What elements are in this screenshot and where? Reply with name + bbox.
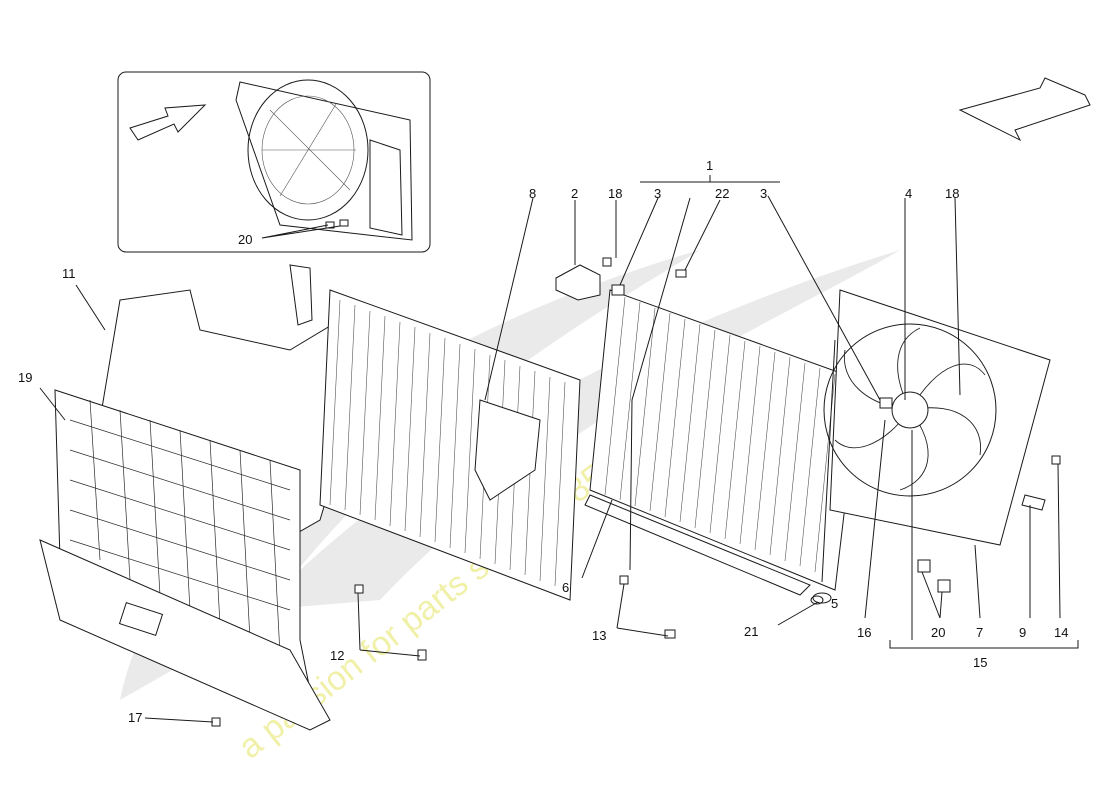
clip-3-right: [879, 397, 893, 409]
callout-6: 6: [562, 580, 569, 595]
screw-18-left: [602, 257, 612, 267]
bolt-12-a: [354, 584, 364, 594]
condenser: [289, 264, 581, 601]
callout-18-left: 18: [608, 186, 622, 201]
radiator: [584, 289, 861, 596]
leader-lines: [39, 175, 1079, 723]
screw-22: [675, 269, 687, 278]
callout-16: 16: [857, 625, 871, 640]
callout-17: 17: [128, 710, 142, 725]
clips-20: [917, 559, 951, 593]
screw-14: [1051, 455, 1061, 465]
inset-fan-shroud: [235, 79, 413, 241]
callout-22: 22: [715, 186, 729, 201]
callout-labels: 1 2 18 3 22 3 8 4 18 11 19 6 5 21 13 12 …: [18, 158, 1068, 725]
bolt-12-b: [417, 649, 427, 661]
callout-14: 14: [1054, 625, 1068, 640]
fan-assembly: [823, 289, 1051, 546]
callout-9: 9: [1019, 625, 1026, 640]
mount-21: [810, 595, 824, 605]
hardware-parts: [211, 257, 1061, 727]
bracket-2: [555, 264, 601, 301]
callout-2: 2: [571, 186, 578, 201]
callout-3-left: 3: [654, 186, 661, 201]
callout-20: 20: [931, 625, 945, 640]
callout-1: 1: [706, 158, 713, 173]
callout-20-inset: 20: [238, 232, 252, 247]
callout-11: 11: [62, 266, 76, 281]
inset-direction-arrow-icon: [129, 104, 207, 141]
callout-7: 7: [976, 625, 983, 640]
clip-3-left: [611, 284, 625, 296]
callout-15: 15: [973, 655, 987, 670]
callout-19: 19: [18, 370, 32, 385]
front-grille-assembly: [39, 289, 351, 731]
direction-arrow-icon: [958, 77, 1091, 142]
callout-13: 13: [592, 628, 606, 643]
callout-8: 8: [529, 186, 536, 201]
bolt-13-b: [664, 629, 676, 639]
callout-18-right: 18: [945, 186, 959, 201]
callout-3-right: 3: [760, 186, 767, 201]
inset-detail: 20: [117, 71, 431, 253]
clip-9: [1021, 494, 1046, 511]
callout-12: 12: [330, 648, 344, 663]
callout-4: 4: [905, 186, 912, 201]
callout-21: 21: [744, 624, 758, 639]
callout-5: 5: [831, 596, 838, 611]
screw-17: [211, 717, 221, 727]
bolt-13-a: [619, 575, 629, 585]
